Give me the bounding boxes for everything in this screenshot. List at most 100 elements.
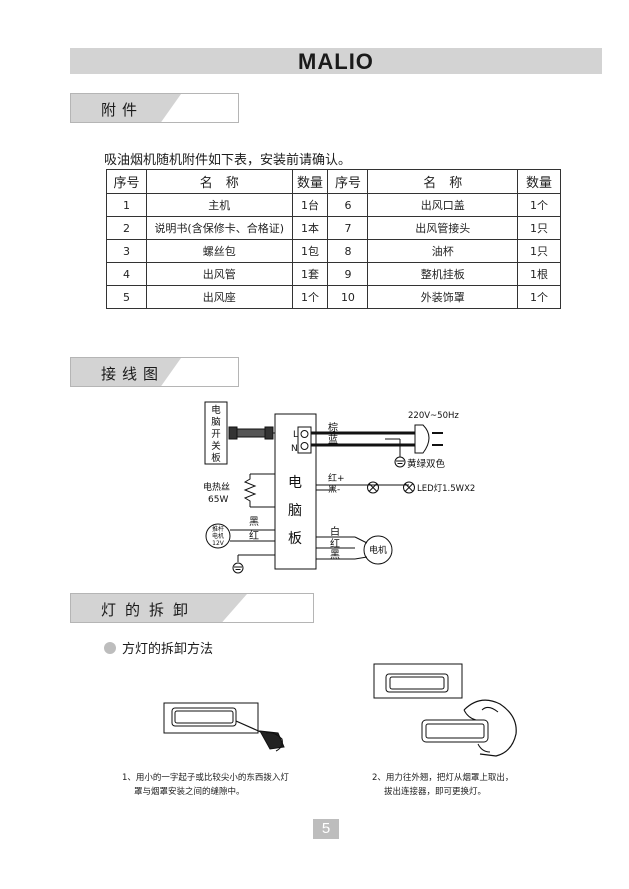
table-header-row: 序号 名 称 数量 序号 名 称 数量 xyxy=(106,169,561,194)
heater-resistor-icon xyxy=(243,474,257,507)
hood-panel xyxy=(373,663,463,699)
table-cell: 螺丝包 xyxy=(145,239,293,263)
wire-black-label: 黑 xyxy=(249,516,259,528)
lamp-removed xyxy=(421,719,489,743)
board-label-char: 脑 xyxy=(288,503,302,519)
switch-label-char: 板 xyxy=(211,452,221,464)
header-cell: 名 称 xyxy=(145,169,293,194)
figure-pry-lamp xyxy=(163,702,285,752)
step2-line2: 拔出连接器，即可更换灯。 xyxy=(384,787,487,797)
fan-motor-icon xyxy=(363,535,393,565)
table-row: 4 出风管 1套 9 整机挂板 1根 xyxy=(106,262,561,286)
table-cell: 8 xyxy=(327,239,369,263)
cup-motor-label-1: 推杆 xyxy=(212,525,224,533)
wire-black2-label: 黑 xyxy=(330,549,340,561)
wire-brown-label: 棕 xyxy=(328,421,338,434)
table-cell: 主机 xyxy=(145,193,293,217)
table-cell: 1只 xyxy=(517,216,561,240)
table-cell: 10 xyxy=(327,285,369,309)
bullet-icon xyxy=(104,641,116,654)
table-row: 3 螺丝包 1包 8 油杯 1只 xyxy=(106,239,561,263)
board-connector xyxy=(264,426,274,440)
section-title-wiring: 接线图 xyxy=(101,365,165,383)
hand-icon xyxy=(463,699,517,757)
board-label-char: 电 xyxy=(288,475,302,491)
wire-red2-label: 红 xyxy=(330,537,340,550)
table-cell: 出风管 xyxy=(145,262,293,286)
header-cell: 序号 xyxy=(327,169,369,194)
table-cell: 1只 xyxy=(517,239,561,263)
ground-symbol-icon xyxy=(232,562,244,574)
table-cell: 1 xyxy=(106,193,147,217)
table-cell: 4 xyxy=(106,262,147,286)
ln-terminal xyxy=(297,426,312,454)
switch-label-char: 开 xyxy=(211,429,221,440)
section-title-lamp-removal: 灯的拆卸 xyxy=(101,601,198,619)
board-label-char: 板 xyxy=(288,531,302,547)
cup-motor-voltage: 12V xyxy=(212,540,225,547)
wire-blue-label: 蓝 xyxy=(328,434,338,446)
header-cell: 序号 xyxy=(106,169,147,194)
led-lamp-icon xyxy=(367,481,379,494)
table-cell: 6 xyxy=(327,193,369,217)
table-cell: 2 xyxy=(106,216,147,240)
table-cell: 出风座 xyxy=(145,285,293,309)
wire-white-label: 白 xyxy=(330,525,340,538)
accessories-table: 序号 名 称 数量 序号 名 称 数量 1 主机 1台 6 出风口盖 1个 2 … xyxy=(106,169,561,309)
table-cell: 7 xyxy=(327,216,369,240)
table-cell: 1个 xyxy=(517,285,561,309)
table-cell: 整机挂板 xyxy=(367,262,519,286)
table-cell: 出风管接头 xyxy=(367,216,519,240)
terminal-n-label: N xyxy=(291,444,298,454)
lamp-cover xyxy=(171,707,237,727)
section-tab-wiring: 接线图 xyxy=(70,357,239,387)
terminal-l-label: L xyxy=(293,430,298,440)
switch-label-char: 电 xyxy=(211,404,221,416)
table-cell: 说明书(含保修卡、合格证) xyxy=(145,216,293,240)
wire-red-label: 红 xyxy=(249,529,259,542)
header-cell: 名 称 xyxy=(367,169,519,194)
step1-caption: 1、用小的一字起子或比较尖小的东西拨入灯 罩与烟罩安装之间的缝隙中。 xyxy=(122,771,289,799)
step1-line1: 1、用小的一字起子或比较尖小的东西拨入灯 xyxy=(122,773,289,783)
method-title-row: 方灯的拆卸方法 xyxy=(104,638,213,657)
switch-connector xyxy=(228,426,238,440)
led-label: LED灯1.5WX2 xyxy=(417,483,475,494)
header-cell: 数量 xyxy=(291,169,329,194)
table-row: 2 说明书(含保修卡、合格证) 1本 7 出风管接头 1只 xyxy=(106,216,561,240)
section-title-accessories: 附件 xyxy=(101,101,144,119)
table-cell: 1套 xyxy=(291,262,329,286)
table-cell: 油杯 xyxy=(367,239,519,263)
table-cell: 1个 xyxy=(291,285,329,309)
heater-power-label: 65W xyxy=(208,495,228,505)
table-cell: 1根 xyxy=(517,262,561,286)
table-cell: 9 xyxy=(327,262,369,286)
table-row: 1 主机 1台 6 出风口盖 1个 xyxy=(106,193,561,217)
control-board-box xyxy=(274,413,317,570)
intro-text: 吸油烟机随机附件如下表，安装前请确认。 xyxy=(104,153,352,168)
method-title: 方灯的拆卸方法 xyxy=(122,642,214,657)
cup-motor-label-2: 电机 xyxy=(212,532,224,540)
table-cell: 3 xyxy=(106,239,147,263)
table-row: 5 出风座 1个 10 外装饰罩 1个 xyxy=(106,285,561,309)
lamp-slot xyxy=(385,673,449,693)
section-tab-lamp-removal: 灯的拆卸 xyxy=(70,593,314,623)
led-lamp-icon xyxy=(403,481,415,494)
brand-header-bar: MALIO xyxy=(70,48,602,74)
switch-label-char: 关 xyxy=(211,440,221,452)
table-cell: 外装饰罩 xyxy=(367,285,519,309)
switch-label-char: 脑 xyxy=(211,416,221,428)
step2-line1: 2、用力往外翘，把灯从烟罩上取出， xyxy=(372,773,514,783)
brand-logo: MALIO xyxy=(298,49,374,74)
step1-line2: 罩与烟罩安装之间的缝隙中。 xyxy=(134,787,245,797)
hood-panel xyxy=(163,702,259,734)
section-tab-accessories: 附件 xyxy=(70,93,239,123)
ground-symbol-icon xyxy=(394,456,406,468)
table-cell: 1本 xyxy=(291,216,329,240)
voltage-label: 220V~50Hz xyxy=(408,411,459,421)
step2-caption: 2、用力往外翘，把灯从烟罩上取出， 拔出连接器，即可更换灯。 xyxy=(372,771,513,799)
table-cell: 出风口盖 xyxy=(367,193,519,217)
wire-black-minus-label: 黑- xyxy=(328,484,340,495)
table-cell: 1包 xyxy=(291,239,329,263)
